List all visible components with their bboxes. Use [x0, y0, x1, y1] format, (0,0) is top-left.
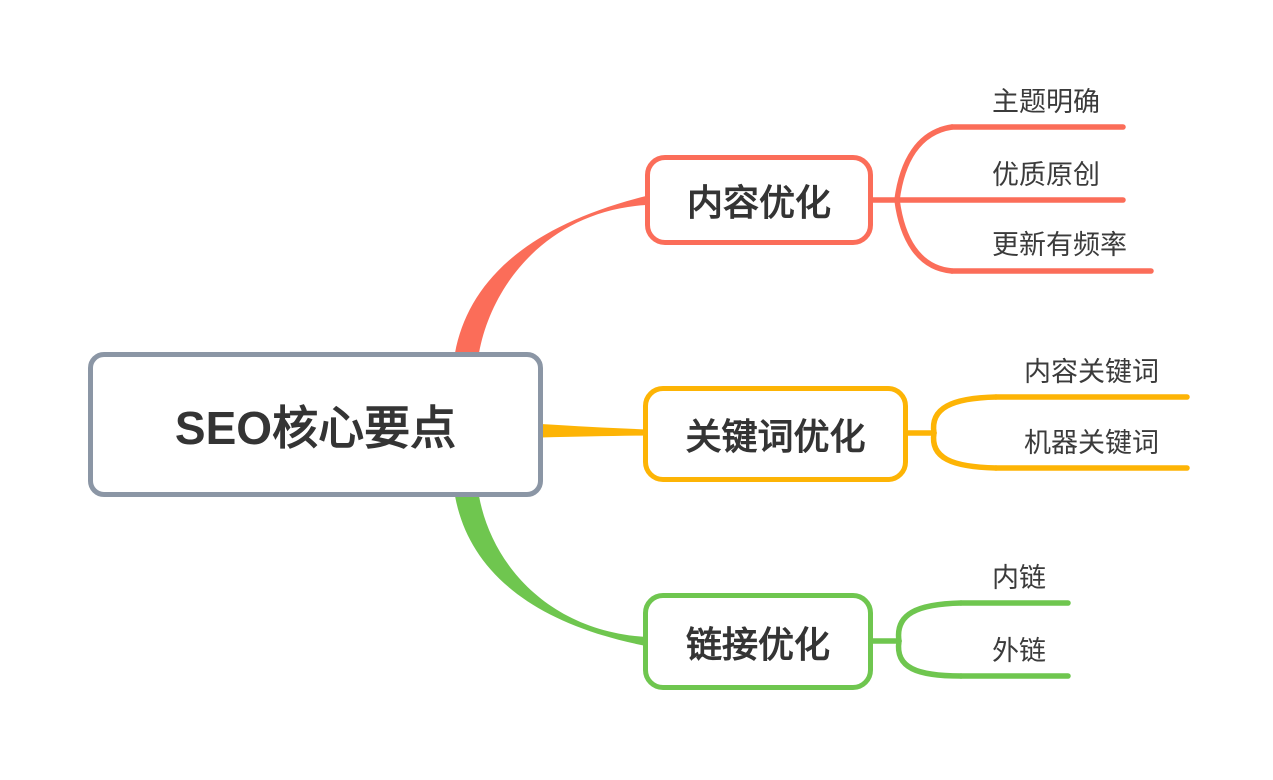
leaf-node-link-2[interactable]: 外链	[992, 636, 1046, 666]
keyword-fork-curve-down	[930, 430, 999, 471]
branch-node-label: 链接优化	[685, 623, 830, 665]
root-to-link-connector	[455, 496, 646, 646]
leaf-node-content-1[interactable]: 主题明确	[992, 87, 1100, 117]
leaf-node-content-3[interactable]: 更新有频率	[992, 230, 1127, 260]
branch-node-keyword-optimization[interactable]: 关键词优化	[643, 386, 908, 482]
content-fork-curve-down	[894, 197, 955, 274]
leaf-node-content-2[interactable]: 优质原创	[992, 160, 1100, 190]
leaf-node-link-1[interactable]: 内链	[992, 563, 1046, 593]
branch-node-content-optimization[interactable]: 内容优化	[645, 155, 873, 245]
root-node-label: SEO核心要点	[174, 401, 457, 454]
root-to-keyword-connector	[541, 424, 646, 438]
link-fork-curve-up	[895, 600, 964, 644]
leaf-node-keyword-1[interactable]: 内容关键词	[1024, 357, 1159, 387]
root-to-content-connector	[455, 196, 646, 353]
branch-node-label: 关键词优化	[685, 416, 866, 457]
leaf-node-keyword-2[interactable]: 机器关键词	[1024, 428, 1159, 458]
link-fork-curve-down	[895, 638, 964, 679]
root-node[interactable]: SEO核心要点	[88, 352, 543, 497]
branch-node-label: 内容优化	[686, 182, 831, 223]
keyword-fork-curve-up	[930, 394, 999, 436]
content-fork-curve-up	[894, 124, 955, 203]
branch-node-link-optimization[interactable]: 链接优化	[643, 593, 873, 690]
